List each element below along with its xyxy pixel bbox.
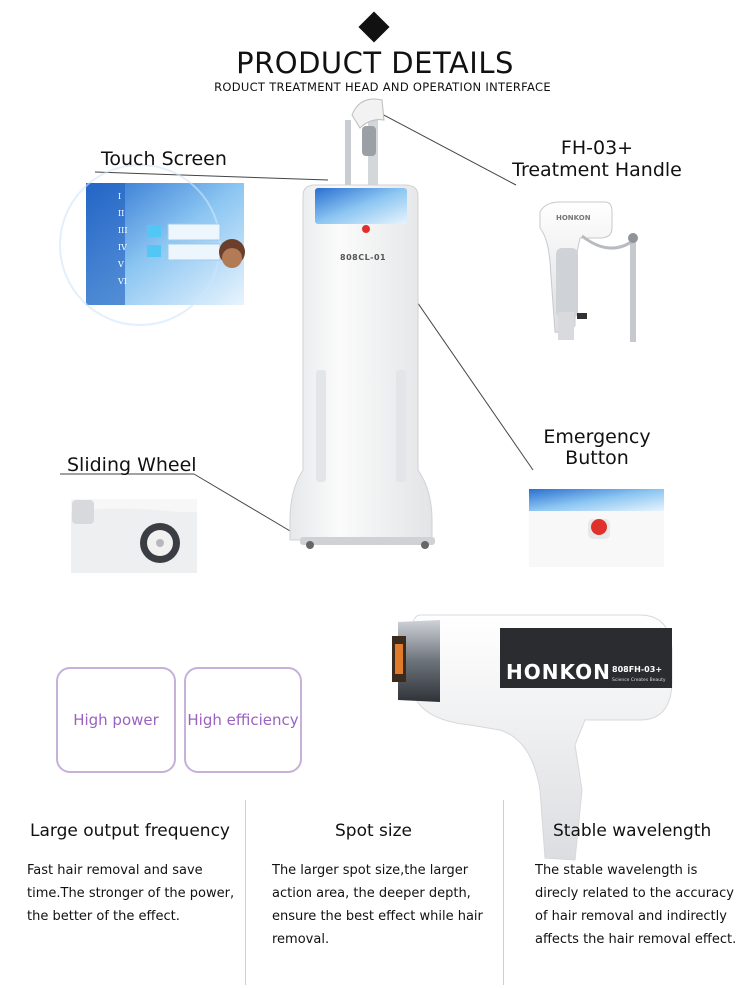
machine-screen [315, 188, 407, 224]
handle-inset-brand: HONKON [556, 214, 591, 222]
machine-emergency-button [362, 225, 370, 233]
numeral-5: V [118, 260, 124, 269]
laser-machine [289, 184, 435, 549]
treatment-handle-inset [539, 201, 638, 342]
numeral-4: IV [118, 243, 127, 252]
touch-screen-inset [59, 164, 245, 326]
feature-divider-1 [245, 800, 246, 985]
handpiece-model: 808FH-03+ [612, 665, 663, 674]
feature-text-spot: The larger spot size,the larger action a… [272, 863, 483, 947]
page-title: PRODUCT DETAILS [236, 46, 514, 80]
callout-handle-line2: Treatment Handle [512, 159, 682, 181]
callout-touch-screen: Touch Screen [101, 148, 227, 170]
tile-high-efficiency-label: High efficiency [187, 711, 299, 729]
handpiece-tagline: Science Creates Beauty [612, 678, 666, 683]
callout-handle-line1: FH-03+ [560, 137, 634, 159]
page-subtitle: RODUCT TREATMENT HEAD AND OPERATION INTE… [214, 80, 551, 94]
sliding-wheel-inset [71, 499, 197, 573]
numeral-2: II [118, 209, 125, 218]
emergency-button-inset [529, 489, 664, 567]
machine-handpiece-top [345, 98, 385, 190]
leader-line-handle [379, 112, 517, 186]
callout-emergency-line1: Emergency [543, 426, 651, 448]
large-handpiece [392, 614, 673, 861]
leader-line-touch-screen [94, 171, 329, 181]
feature-title-spot: Spot size [335, 821, 413, 841]
screen-menu-numerals: I II III IV V VI [118, 188, 127, 290]
tile-high-efficiency: High efficiency [184, 667, 302, 773]
feature-text-output: Fast hair removal and save time.The stro… [27, 863, 235, 924]
callout-emergency-line2: Button [565, 447, 629, 469]
machine-model-label: 808CL-01 [340, 253, 387, 262]
numeral-1: I [118, 192, 122, 201]
feature-title-wavelength: Stable wavelength [553, 821, 712, 841]
tile-high-power-label: High power [73, 711, 159, 729]
tile-high-power: High power [56, 667, 176, 773]
feature-text-wavelength: The stable wavelength is direcly related… [535, 863, 737, 947]
feature-divider-2 [503, 800, 504, 985]
feature-title-output: Large output frequency [30, 821, 230, 841]
numeral-3: III [118, 226, 128, 235]
callout-sliding-wheel: Sliding Wheel [67, 454, 197, 476]
numeral-6: VI [118, 277, 127, 286]
handpiece-brand-logo: HONKON [506, 660, 611, 684]
